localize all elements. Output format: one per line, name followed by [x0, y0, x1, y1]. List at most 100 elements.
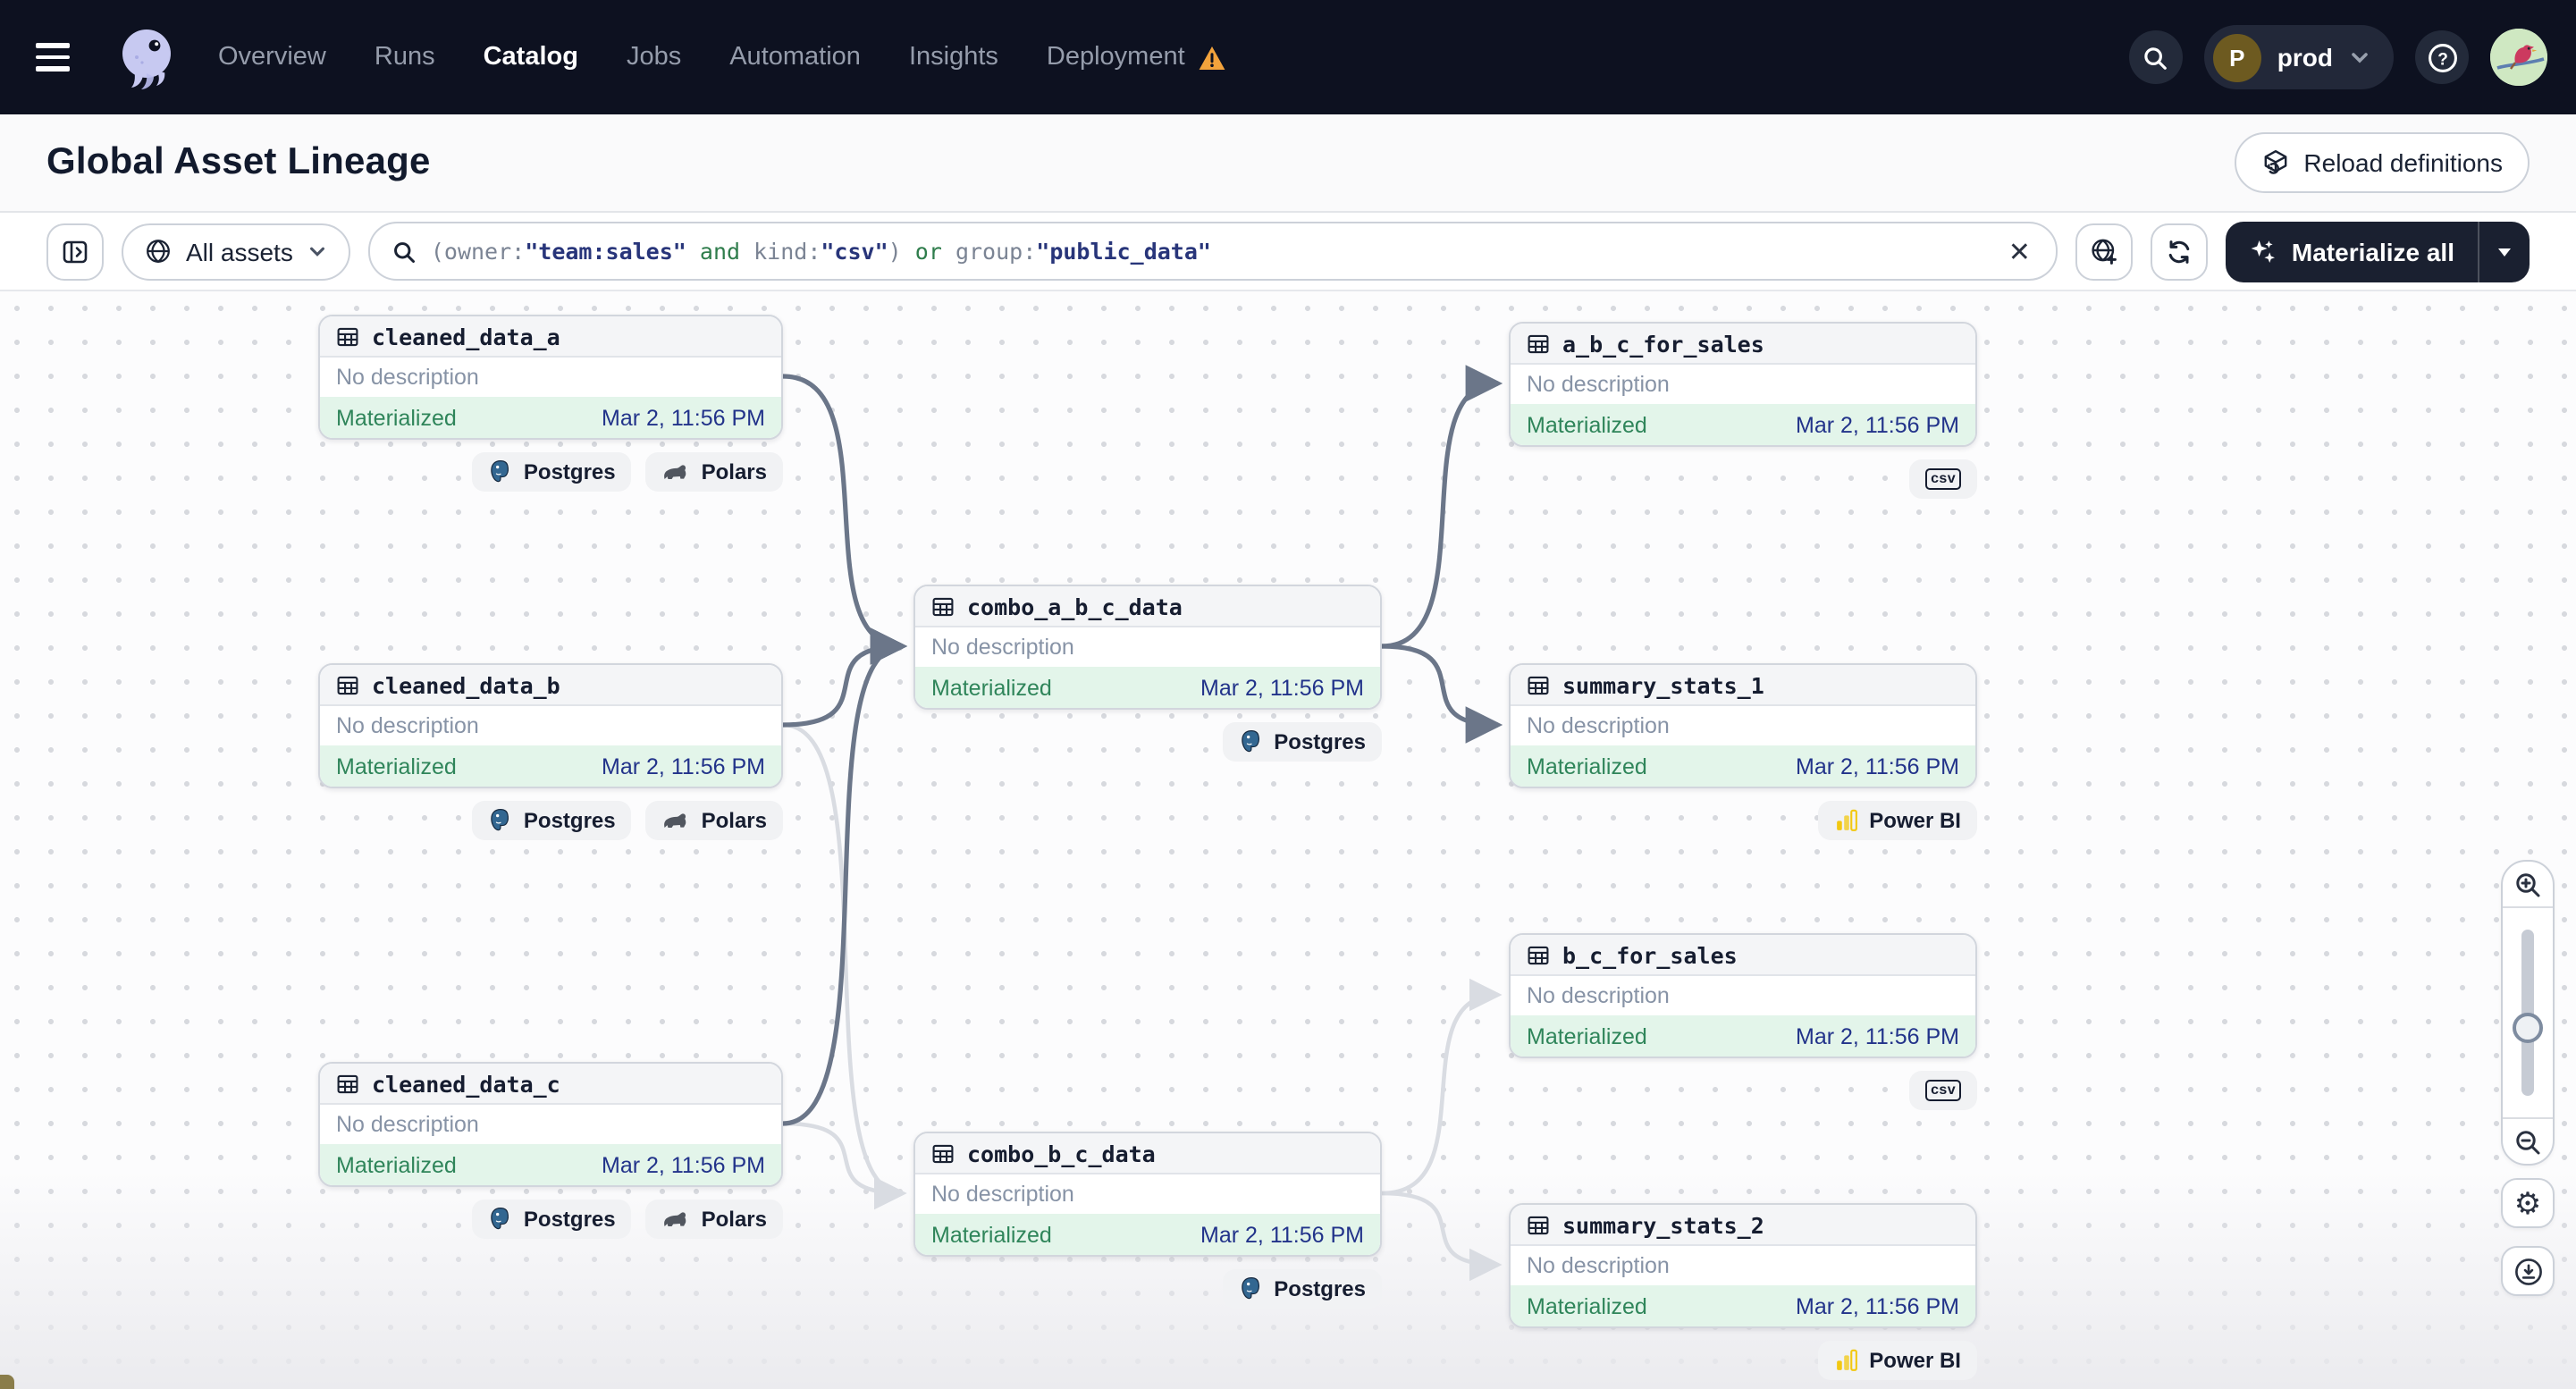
- materialized-timestamp[interactable]: Mar 2, 11:56 PM: [1796, 412, 1959, 437]
- tag-label: Polars: [701, 459, 767, 484]
- asset-node-wrapper: b_c_for_sales No description Materialize…: [1509, 933, 1977, 1110]
- asset-name: a_b_c_for_sales: [1562, 330, 1764, 357]
- asset-node-wrapper: cleaned_data_b No description Materializ…: [318, 663, 783, 840]
- tag-label: Postgres: [523, 808, 616, 833]
- zoom-slider-thumb[interactable]: [2513, 1013, 2543, 1043]
- materialized-timestamp[interactable]: Mar 2, 11:56 PM: [602, 405, 765, 430]
- nav-link-jobs[interactable]: Jobs: [626, 43, 682, 72]
- kind-tag-csv[interactable]: csv: [1909, 1071, 1977, 1110]
- hamburger-menu-icon[interactable]: [36, 30, 89, 84]
- kind-tag-powerbi[interactable]: Power BI: [1817, 1341, 1977, 1380]
- kind-tag-powerbi[interactable]: Power BI: [1817, 801, 1977, 840]
- asset-status-row: Materialized Mar 2, 11:56 PM: [320, 1144, 781, 1185]
- kind-tag-postgres[interactable]: Postgres: [1222, 1269, 1382, 1309]
- materialized-timestamp[interactable]: Mar 2, 11:56 PM: [602, 753, 765, 779]
- asset-description: No description: [336, 713, 479, 738]
- materialize-all-button[interactable]: Materialize all: [2225, 221, 2530, 282]
- asset-node-combo_a_b_c_data[interactable]: combo_a_b_c_data No description Material…: [913, 585, 1382, 710]
- zoom-out-icon: [2516, 1130, 2540, 1154]
- postgres-icon: [1241, 729, 1259, 753]
- asset-tags: Postgres Polars: [318, 1200, 783, 1239]
- download-image-button[interactable]: [2501, 1246, 2555, 1296]
- asset-node-cleaned_data_a[interactable]: cleaned_data_a No description Materializ…: [318, 315, 783, 440]
- asset-node-cleaned_data_b[interactable]: cleaned_data_b No description Materializ…: [318, 663, 783, 788]
- refresh-icon: [2168, 240, 2190, 263]
- zoom-slider[interactable]: [2503, 908, 2553, 1117]
- tag-label: Power BI: [1869, 808, 1961, 833]
- asset-tags: Power BI: [1509, 1341, 1977, 1380]
- asset-node-summary_stats_1[interactable]: summary_stats_1 No description Materiali…: [1509, 663, 1977, 788]
- nav-link-automation[interactable]: Automation: [729, 43, 861, 72]
- asset-node-b_c_for_sales[interactable]: b_c_for_sales No description Materialize…: [1509, 933, 1977, 1058]
- postgres-icon: [1241, 1276, 1259, 1300]
- table-icon: [932, 596, 954, 616]
- kind-tag-polars[interactable]: Polars: [645, 452, 783, 492]
- materialized-timestamp[interactable]: Mar 2, 11:56 PM: [1796, 1293, 1959, 1318]
- lineage-edge-cleaned_data_c-to-combo_a_b_c_data: [782, 627, 908, 1126]
- asset-node-cleaned_data_c[interactable]: cleaned_data_c No description Materializ…: [318, 1062, 783, 1187]
- user-avatar[interactable]: [2490, 29, 2547, 86]
- asset-scope-dropdown[interactable]: All assets: [122, 223, 350, 280]
- asset-scope-label: All assets: [186, 237, 293, 265]
- table-icon: [337, 326, 358, 346]
- polars-icon: [664, 465, 686, 479]
- table-icon: [1528, 945, 1549, 964]
- asset-name: cleaned_data_c: [372, 1070, 560, 1097]
- materialized-timestamp[interactable]: Mar 2, 11:56 PM: [1796, 753, 1959, 779]
- environment-switcher[interactable]: P prod: [2203, 25, 2394, 89]
- polars-icon: [664, 1212, 686, 1226]
- nav-link-insights[interactable]: Insights: [908, 43, 998, 72]
- kind-tag-postgres[interactable]: Postgres: [471, 1200, 632, 1239]
- polars-icon: [664, 813, 686, 828]
- kind-tag-postgres[interactable]: Postgres: [1222, 722, 1382, 762]
- materialized-timestamp[interactable]: Mar 2, 11:56 PM: [602, 1152, 765, 1177]
- table-icon: [337, 675, 358, 694]
- asset-name: summary_stats_2: [1562, 1211, 1764, 1238]
- materialized-timestamp[interactable]: Mar 2, 11:56 PM: [1200, 675, 1364, 700]
- lineage-edge-cleaned_data_b-to-combo_a_b_c_data: [782, 627, 908, 728]
- nav-link-runs[interactable]: Runs: [374, 43, 435, 72]
- lineage-edge-cleaned_data_c-to-combo_b_c_data: [782, 1121, 907, 1210]
- kind-tag-polars[interactable]: Polars: [645, 801, 783, 840]
- asset-node-header: combo_b_c_data: [915, 1133, 1380, 1174]
- kind-tag-postgres[interactable]: Postgres: [471, 452, 632, 492]
- asset-node-wrapper: a_b_c_for_sales No description Materiali…: [1509, 322, 1977, 499]
- asset-description: No description: [931, 1182, 1074, 1207]
- reload-definitions-button[interactable]: Reload definitions: [2234, 132, 2530, 193]
- asset-tags: Postgres Polars: [318, 452, 783, 492]
- kind-tag-postgres[interactable]: Postgres: [471, 801, 632, 840]
- materialized-status: Materialized: [336, 405, 457, 430]
- kind-tag-polars[interactable]: Polars: [645, 1200, 783, 1239]
- open-sidebar-button[interactable]: [46, 223, 104, 280]
- zoom-out-button[interactable]: [2503, 1117, 2553, 1164]
- materialized-timestamp[interactable]: Mar 2, 11:56 PM: [1200, 1222, 1364, 1247]
- asset-description: No description: [1527, 713, 1670, 738]
- graph-settings-button[interactable]: ⚙: [2501, 1178, 2555, 1228]
- postgres-icon: [491, 1207, 509, 1230]
- help-icon[interactable]: ?: [2415, 30, 2469, 84]
- nav-link-deployment[interactable]: Deployment: [1047, 43, 1226, 72]
- asset-status-row: Materialized Mar 2, 11:56 PM: [320, 397, 781, 438]
- svg-text:?: ?: [2437, 50, 2447, 69]
- minimap-corner: [0, 1375, 14, 1389]
- asset-node-header: summary_stats_2: [1511, 1205, 1975, 1246]
- materialize-options-caret[interactable]: [2478, 221, 2530, 282]
- asset-node-a_b_c_for_sales[interactable]: a_b_c_for_sales No description Materiali…: [1509, 322, 1977, 447]
- lineage-graph-canvas[interactable]: cleaned_data_a No description Materializ…: [0, 291, 2576, 1389]
- lineage-edge-cleaned_data_a-to-combo_a_b_c_data: [782, 374, 908, 665]
- lineage-edge-combo_a_b_c_data-to-a_b_c_for_sales: [1381, 365, 1503, 649]
- nav-link-overview[interactable]: Overview: [218, 43, 326, 72]
- refresh-button[interactable]: [2150, 223, 2208, 280]
- zoom-in-button[interactable]: [2503, 862, 2553, 908]
- search-icon[interactable]: [2128, 30, 2183, 84]
- add-scope-button[interactable]: [2075, 223, 2133, 280]
- sparkles-icon: [2251, 240, 2275, 262]
- clear-search-button[interactable]: ✕: [2008, 237, 2031, 267]
- asset-search-input[interactable]: (owner:"team:sales" and kind:"csv") or g…: [367, 222, 2058, 281]
- nav-link-catalog[interactable]: Catalog: [483, 43, 578, 72]
- asset-node-summary_stats_2[interactable]: summary_stats_2 No description Materiali…: [1509, 1203, 1977, 1328]
- materialized-timestamp[interactable]: Mar 2, 11:56 PM: [1796, 1023, 1959, 1048]
- asset-node-combo_b_c_data[interactable]: combo_b_c_data No description Materializ…: [913, 1132, 1382, 1257]
- asset-tags: Postgres: [913, 1269, 1382, 1309]
- kind-tag-csv[interactable]: csv: [1909, 459, 1977, 499]
